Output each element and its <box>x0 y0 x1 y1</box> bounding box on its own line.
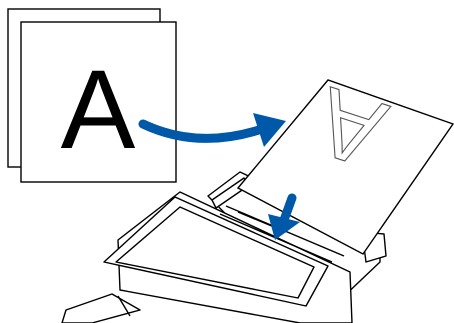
output-tray <box>62 294 140 323</box>
original-document-letter: A <box>61 47 136 172</box>
